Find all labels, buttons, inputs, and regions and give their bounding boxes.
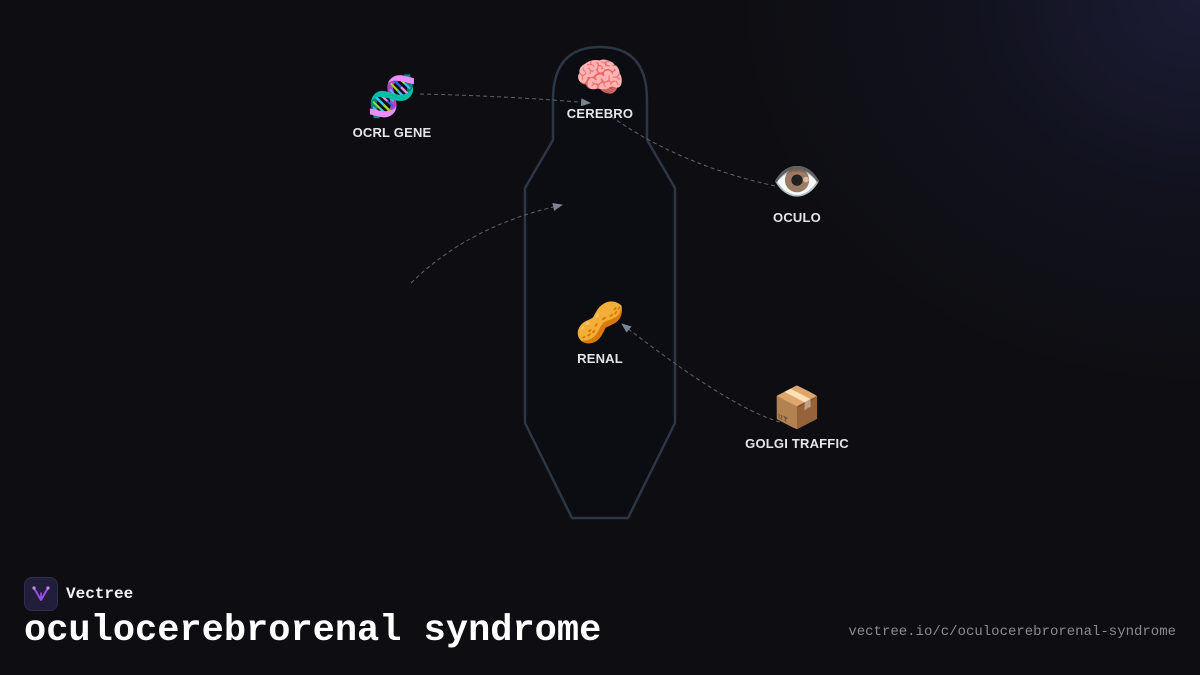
kidney-icon: 🥜: [575, 300, 625, 345]
node-label: OCRL GENE: [352, 125, 432, 140]
body-outline: [523, 45, 677, 520]
node-renal: 🥜 RENAL: [520, 299, 680, 366]
node-cerebro: 🧠 CEREBRO: [520, 54, 680, 121]
node-label: CEREBRO: [566, 106, 634, 121]
node-label: RENAL: [577, 351, 623, 366]
node-label: OCULO: [773, 210, 821, 225]
brand-name: Vectree: [66, 585, 134, 603]
node-label: GOLGI TRAFFIC: [745, 436, 849, 451]
connector-oculo-to-cerebro: [611, 116, 776, 187]
node-oculo: 👁️ OCULO: [717, 158, 877, 225]
connector-ocrl-gene-to-cerebro: [419, 93, 591, 107]
vectree-logo-icon: [24, 577, 58, 611]
dna-icon: 🧬: [367, 74, 417, 119]
eye-icon: 👁️: [772, 159, 822, 204]
package-icon: 📦: [772, 385, 822, 430]
page-url[interactable]: vectree.io/c/oculocerebrorenal-syndrome: [848, 624, 1176, 640]
brand: Vectree: [24, 577, 133, 611]
connector-golgi-traffic-to-renal: [621, 323, 781, 423]
node-ocrl-gene: 🧬 OCRL GENE: [312, 73, 472, 140]
page-title: oculocerebrorenal syndrome: [24, 610, 602, 652]
node-golgi-traffic: 📦 GOLGI TRAFFIC: [717, 384, 877, 451]
connector-ocrl-gene-to-body: [410, 203, 563, 284]
brain-icon: 🧠: [575, 55, 625, 100]
